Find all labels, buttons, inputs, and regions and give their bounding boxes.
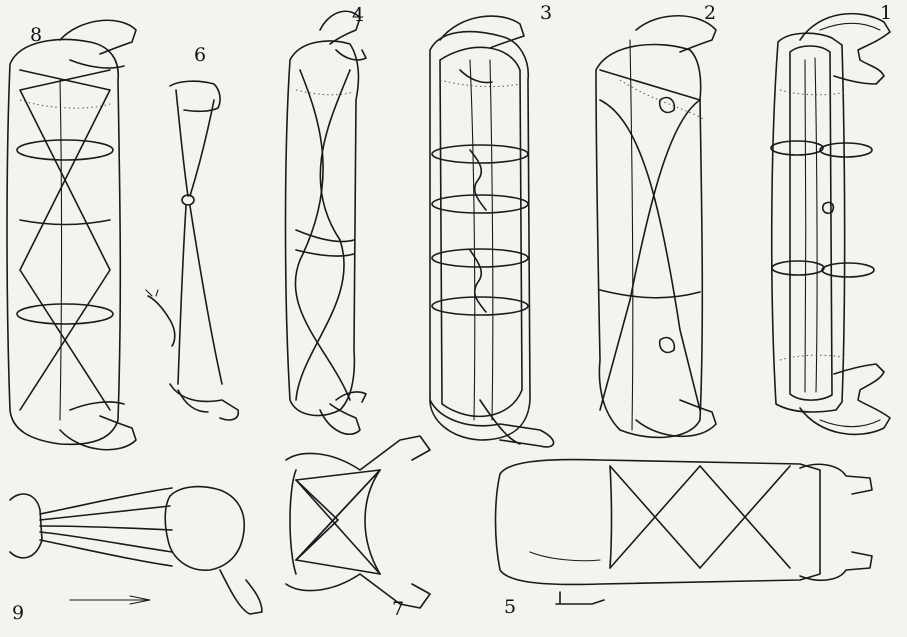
- figure-2-number: 2: [704, 4, 716, 23]
- figure-9-illustration: [10, 487, 262, 614]
- figure-4-illustration: [286, 11, 367, 434]
- figure-3-number: 3: [540, 4, 552, 23]
- figure-9-number: 9: [12, 604, 24, 623]
- figure-1-illustration: [771, 14, 890, 435]
- figure-5-illustration: [496, 460, 873, 604]
- figure-8-number: 8: [30, 26, 42, 45]
- figure-3-illustration: [430, 16, 554, 447]
- figure-5-number: 5: [504, 598, 516, 617]
- figure-7-illustration: [286, 436, 430, 608]
- figure-7-number: 7: [392, 600, 404, 619]
- figure-6-number: 6: [194, 46, 206, 65]
- figure-6-illustration: [146, 81, 238, 420]
- figure-4-number: 4: [352, 6, 364, 25]
- figure-8-illustration: [7, 20, 136, 449]
- figure-2-illustration: [596, 16, 716, 438]
- figure-1-number: 1: [880, 4, 892, 23]
